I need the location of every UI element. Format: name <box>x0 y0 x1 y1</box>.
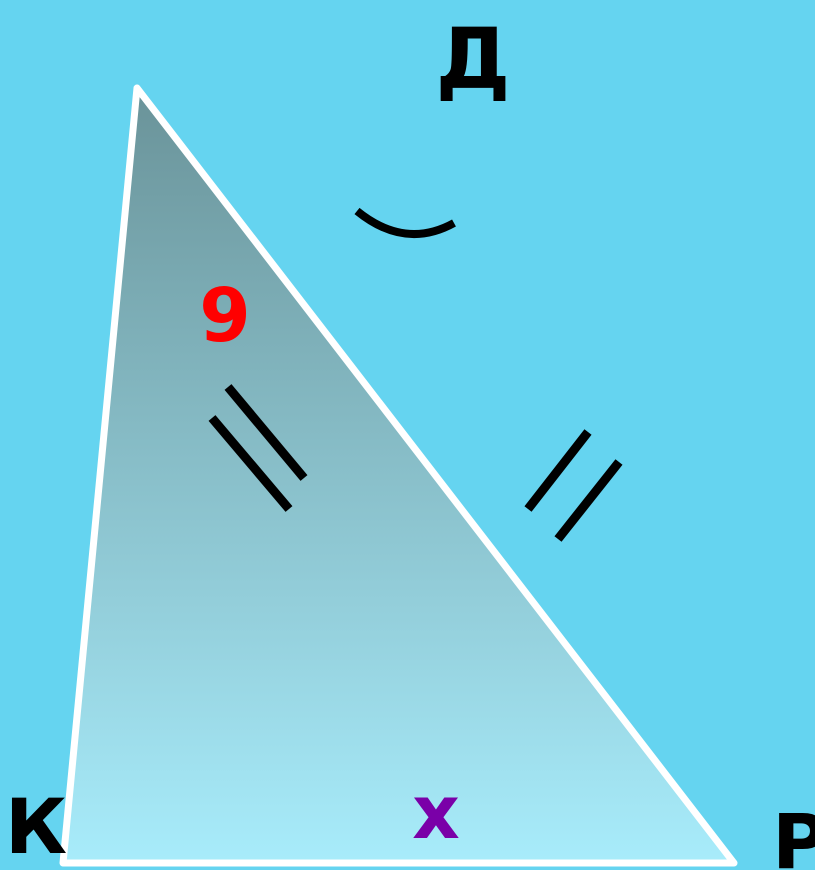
angle-arc-mark <box>354 207 456 238</box>
equal-marks-side-dk <box>208 384 308 512</box>
vertex-label-r: Р <box>772 797 815 870</box>
side-length-label: 9 <box>199 273 251 359</box>
triangle-dkr <box>59 84 738 867</box>
unknown-side-label: x <box>412 770 460 856</box>
equal-marks-side-dr <box>524 429 623 542</box>
vertex-label-d: Д <box>436 10 511 108</box>
vertex-label-k: К <box>5 782 67 870</box>
